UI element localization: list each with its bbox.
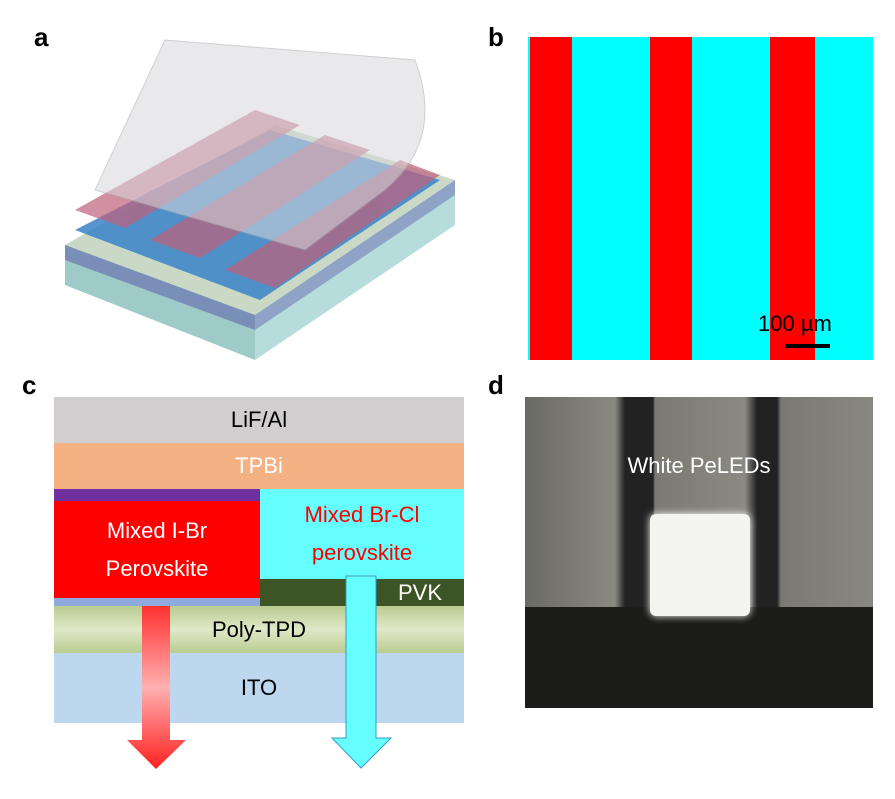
layer-text: Perovskite xyxy=(105,555,209,581)
panel-label-b: b xyxy=(488,22,504,52)
layer-text: perovskite xyxy=(311,540,413,565)
layer-tpbi: TPBi xyxy=(54,443,464,489)
layer-text: Mixed Br-Cl xyxy=(304,502,420,527)
lit-pixel xyxy=(650,514,750,616)
red-stripe xyxy=(530,37,572,360)
layer-ito: ITO xyxy=(54,653,464,723)
device-layer-stack: LiF/Al TPBi Mixed I-Br Perovskite Mixed … xyxy=(54,397,464,723)
red-stripe xyxy=(650,37,692,360)
photo-caption: White PeLEDs xyxy=(627,453,771,478)
white-peled-photo: White PeLEDs xyxy=(525,397,873,708)
device-schematic-3d xyxy=(65,39,455,360)
layer-mixed-i-br: Mixed I-Br Perovskite xyxy=(54,501,260,598)
scale-bar xyxy=(785,344,830,348)
flexible-film xyxy=(94,39,426,251)
layer-poly-tpd: Poly-TPD xyxy=(54,606,464,653)
pl-stripe-image: 100 µm xyxy=(528,37,873,360)
red-stripe xyxy=(770,37,815,360)
scale-bar-label: 100 µm xyxy=(758,311,832,336)
layer-mixed-br-cl: Mixed Br-Cl perovskite xyxy=(260,489,464,579)
layer-lif-al: LiF/Al xyxy=(54,397,464,443)
panel-label-a: a xyxy=(34,22,49,52)
panel-label-c: c xyxy=(22,370,37,400)
layer-pvk: PVK xyxy=(260,579,464,606)
panel-label-d: d xyxy=(488,370,504,400)
layer-text: Mixed I-Br xyxy=(106,517,208,543)
layer-interlayer xyxy=(54,489,260,501)
